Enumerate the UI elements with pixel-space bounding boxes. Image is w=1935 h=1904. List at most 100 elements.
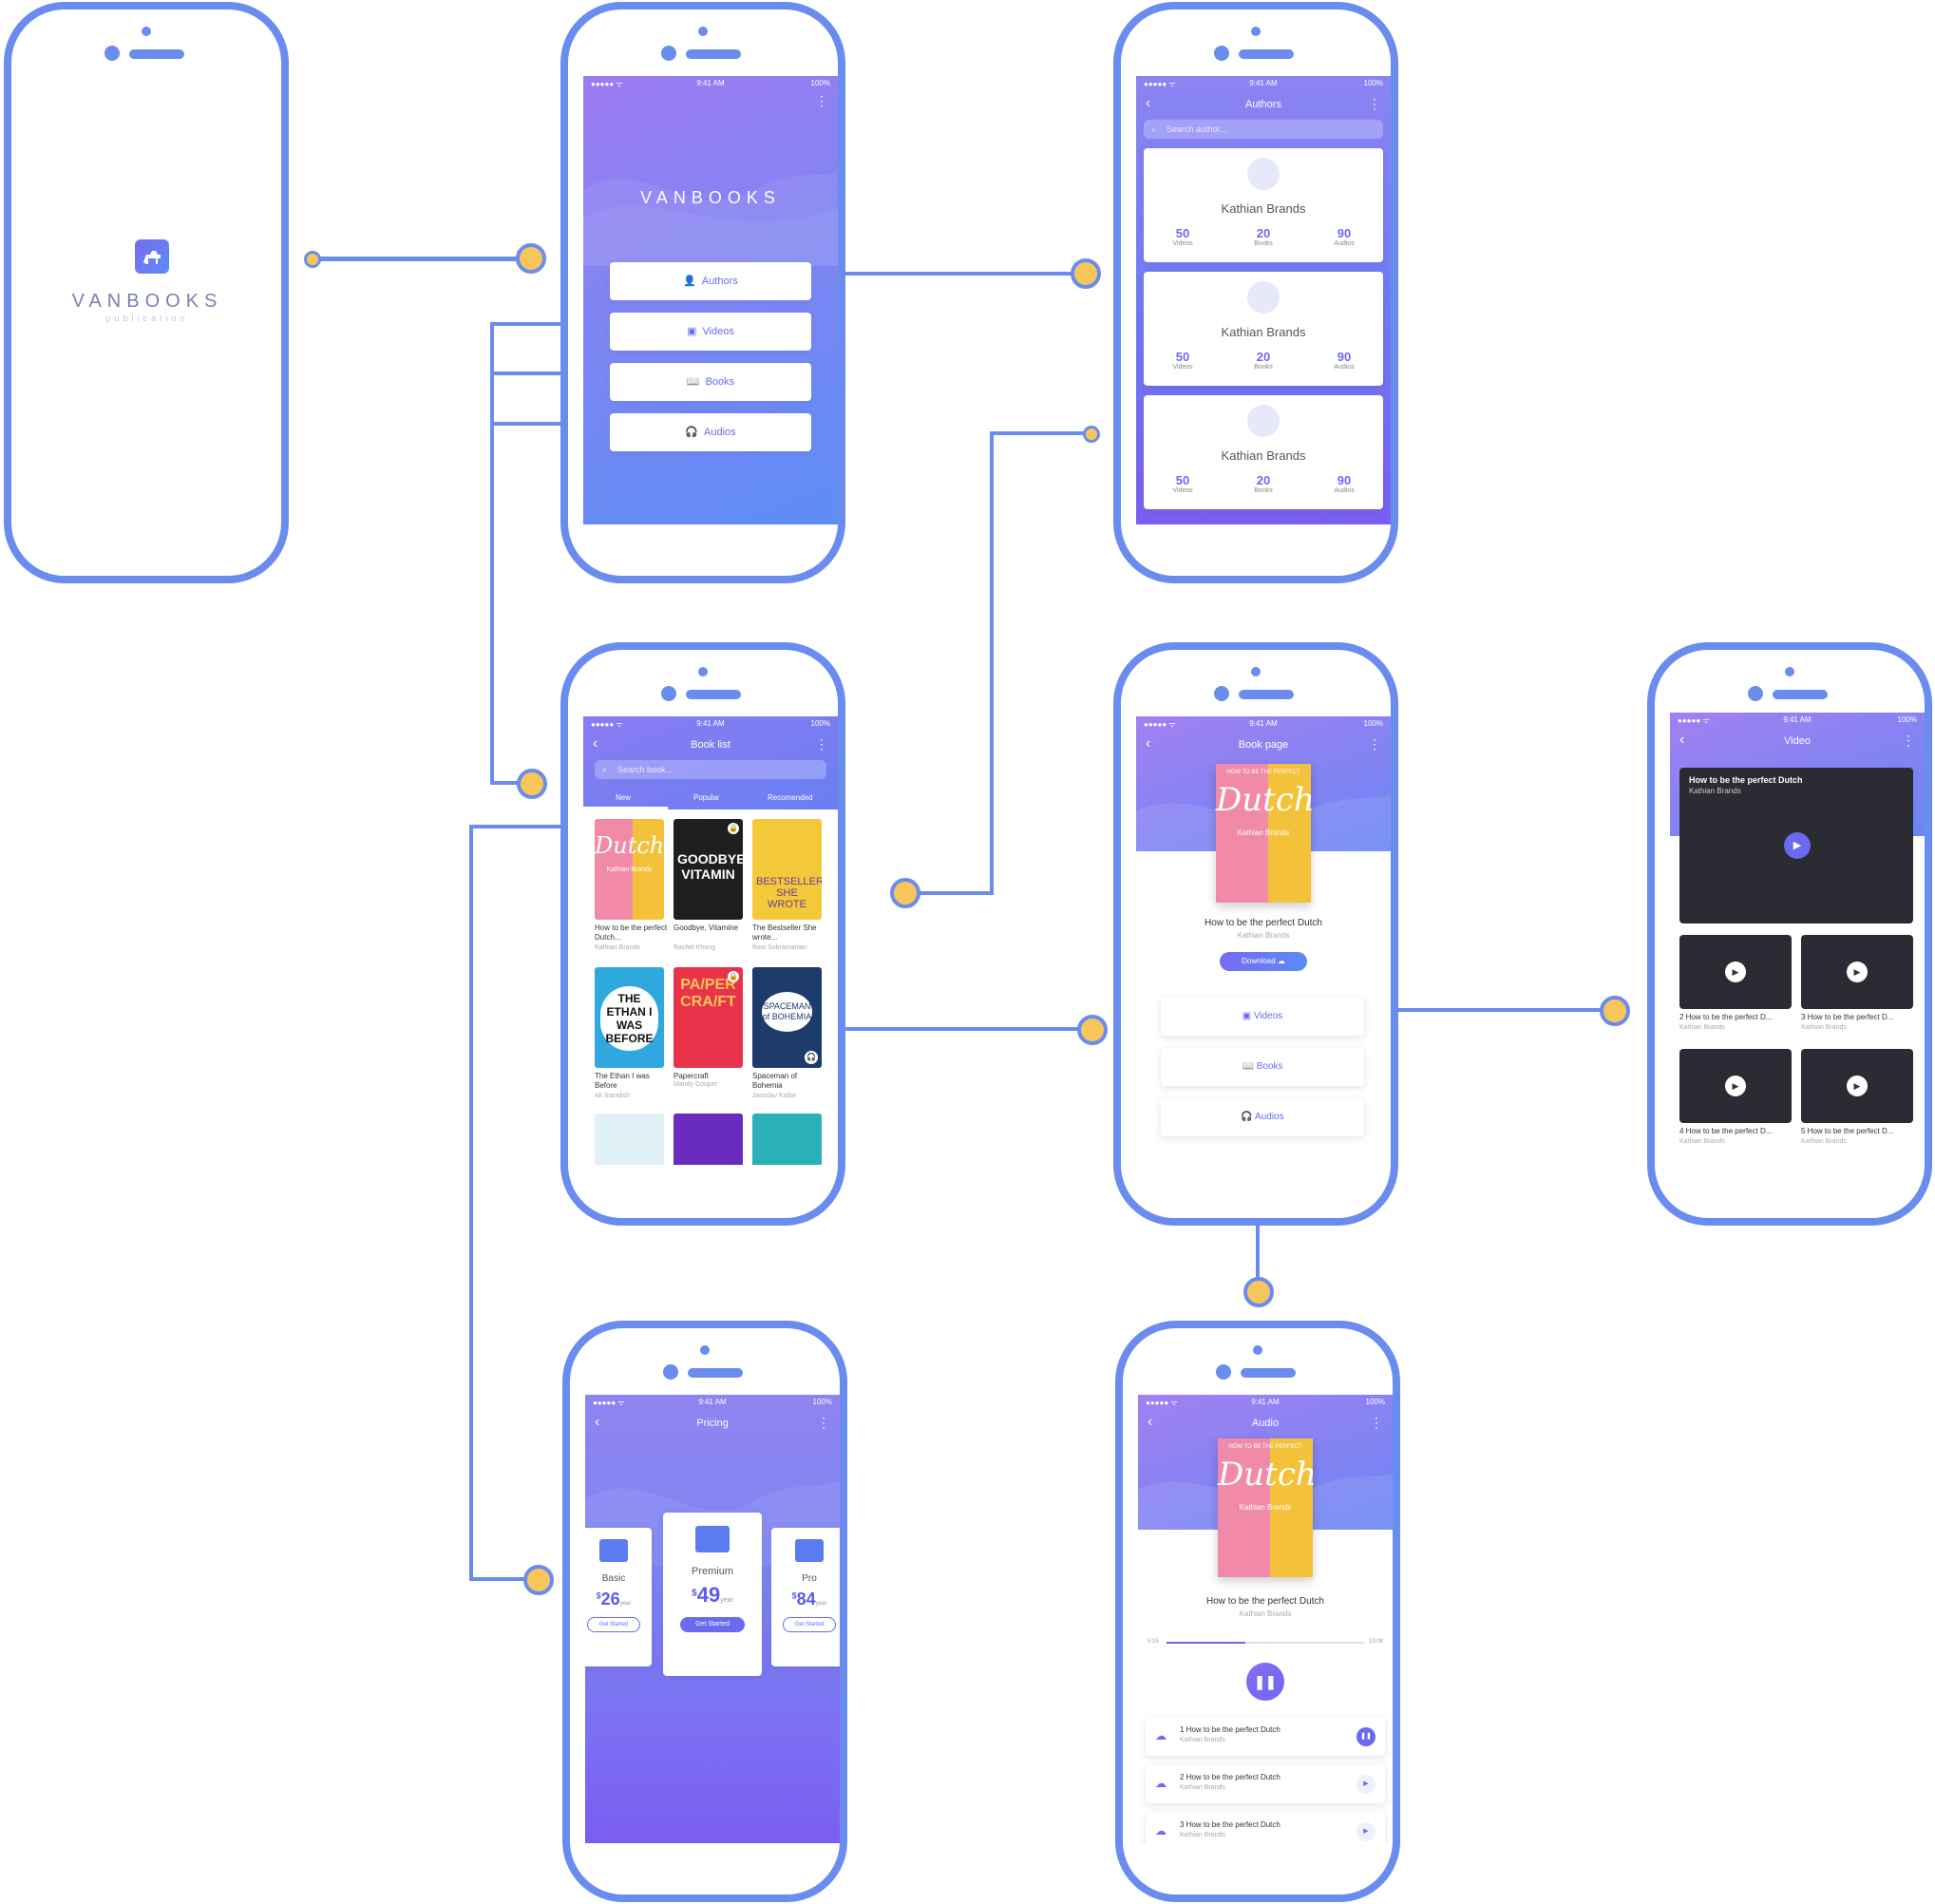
signal-indicator: ●●●●● ᯤ <box>1144 80 1176 88</box>
track-item[interactable]: ☁ 2 How to be the perfect Dutch Kathian … <box>1146 1765 1385 1803</box>
book-cover[interactable]: PA/PER CRA/FT 🔒 <box>673 967 743 1068</box>
more-menu-icon[interactable]: ⋮ <box>815 736 828 752</box>
videos-button[interactable]: ▣ Videos <box>1161 998 1364 1036</box>
audios-button[interactable]: 🎧 Audios <box>1161 1098 1364 1136</box>
more-menu-icon[interactable]: ⋮ <box>817 1415 830 1430</box>
book-cover[interactable]: SPACEMAN of BOHEMIA 🎧 <box>752 967 822 1068</box>
back-icon[interactable]: ‹ <box>1679 732 1685 748</box>
author-avatar <box>1247 281 1280 314</box>
battery-indicator: 100% <box>1897 715 1917 724</box>
videos-button[interactable]: ▣Videos <box>610 313 811 351</box>
book-cover[interactable] <box>752 1114 822 1165</box>
more-menu-icon[interactable]: ⋮ <box>815 93 828 108</box>
book-cover[interactable]: Dutch Kathian Brands <box>595 819 664 920</box>
book-title: The Bestseller She wrote... <box>752 923 817 942</box>
phone-speaker <box>686 690 741 699</box>
tab-new[interactable]: New <box>616 793 632 802</box>
track-author: Kathian Brands <box>1180 1832 1225 1838</box>
play-icon[interactable]: ▶ <box>1784 832 1811 859</box>
phone-camera <box>104 46 120 61</box>
headphones-icon[interactable]: 🎧 <box>805 1051 818 1064</box>
books-button[interactable]: 📖Books <box>610 363 811 401</box>
back-icon[interactable]: ‹ <box>1146 735 1151 752</box>
plan-card-basic[interactable]: Basic $26year Get Started <box>585 1528 652 1666</box>
featured-video[interactable]: How to be the perfect Dutch Kathian Bran… <box>1679 768 1913 923</box>
books-button[interactable]: 📖 Books <box>1161 1048 1364 1086</box>
plan-amount: 26 <box>600 1590 620 1609</box>
get-started-button[interactable]: Get Started <box>587 1617 640 1632</box>
play-icon[interactable]: ▶ <box>1725 1076 1746 1096</box>
book-cover[interactable]: THE ETHAN I WAS BEFORE <box>595 967 664 1068</box>
back-icon[interactable]: ‹ <box>1148 1414 1153 1430</box>
more-menu-icon[interactable]: ⋮ <box>1368 736 1381 752</box>
get-started-button[interactable]: Get Started <box>783 1617 836 1632</box>
tab-popular[interactable]: Popular <box>693 793 720 802</box>
book-title: How to be the perfect Dutch <box>1205 918 1322 928</box>
audio-book-author: Kathian Brands <box>1239 1609 1292 1618</box>
pause-icon[interactable]: ❚❚ <box>1356 1727 1375 1746</box>
video-item-title: 3 How to be the perfect D... <box>1801 1013 1894 1021</box>
video-thumbnail[interactable]: ▶ <box>1679 935 1792 1009</box>
cover-author: Kathian Brands <box>1237 828 1290 837</box>
phone-bookpage: ●●●●● ᯤ 9:41 AM 100% ‹ Book page ⋮ HOW T… <box>1113 642 1398 1226</box>
play-icon[interactable]: ▶ <box>1847 962 1868 982</box>
book-author: Kathian Brands <box>1237 931 1290 940</box>
pause-button[interactable]: ❚❚ <box>1246 1663 1284 1701</box>
get-started-button[interactable]: Get Started <box>680 1617 745 1632</box>
tab-recommended[interactable]: Recomended <box>768 793 813 802</box>
play-icon[interactable]: ▶ <box>1847 1076 1868 1096</box>
author-search-input[interactable]: ⌕ Search author... <box>1144 120 1383 139</box>
video-item-author: Kathian Brands <box>1801 1024 1847 1031</box>
video-thumbnail[interactable]: ▶ <box>1801 935 1913 1009</box>
cover-title: Dutch <box>1216 781 1315 819</box>
video-thumbnail[interactable]: ▶ <box>1801 1049 1913 1123</box>
track-item[interactable]: ☁ 1 How to be the perfect Dutch Kathian … <box>1146 1718 1385 1756</box>
stat-value: 20 <box>1256 226 1271 240</box>
track-title: 1 How to be the perfect Dutch <box>1180 1725 1281 1734</box>
stat-value: 90 <box>1337 226 1352 240</box>
book-search-input[interactable]: ⌕ Search book... <box>595 760 826 779</box>
book-cover[interactable]: BESTSELLER SHE WROTE <box>752 819 822 920</box>
plan-name: Pro <box>802 1573 817 1584</box>
phone-camera <box>1748 686 1763 701</box>
more-menu-icon[interactable]: ⋮ <box>1902 733 1915 748</box>
play-icon[interactable]: ▶ <box>1356 1775 1375 1794</box>
book-cover[interactable] <box>673 1114 743 1165</box>
more-menu-icon[interactable]: ⋮ <box>1370 1415 1383 1430</box>
back-icon[interactable]: ‹ <box>593 735 598 752</box>
cloud-download-icon[interactable]: ☁ <box>1155 1729 1167 1742</box>
more-menu-icon[interactable]: ⋮ <box>1368 96 1381 111</box>
cloud-download-icon[interactable]: ☁ <box>1155 1777 1167 1790</box>
connector <box>469 1577 532 1581</box>
audio-book-title: How to be the perfect Dutch <box>1206 1596 1324 1607</box>
cloud-download-icon[interactable]: ☁ <box>1155 1824 1167 1837</box>
track-item[interactable]: ☁ 3 How to be the perfect Dutch Kathian … <box>1146 1813 1385 1843</box>
audio-screen: ●●●●● ᯤ 9:41 AM 100% ‹ Audio ⋮ HOW TO BE… <box>1138 1395 1393 1843</box>
battery-indicator: 100% <box>1363 719 1383 728</box>
video-item-title: 5 How to be the perfect D... <box>1801 1127 1894 1135</box>
back-icon[interactable]: ‹ <box>1146 95 1151 111</box>
plan-card-pro[interactable]: Pro $84year Get Started <box>771 1528 840 1666</box>
status-time: 9:41 AM <box>1251 1398 1280 1406</box>
plan-name: Basic <box>601 1573 626 1584</box>
signal-indicator: ●●●●● ᯤ <box>591 720 623 729</box>
user-icon: 👤 <box>683 276 696 287</box>
download-button[interactable]: Download ☁ <box>1220 952 1307 971</box>
back-icon[interactable]: ‹ <box>595 1414 600 1430</box>
authors-button[interactable]: 👤Authors <box>610 262 811 300</box>
status-bar: ●●●●● ᯤ 9:41 AM 100% <box>1136 76 1391 89</box>
video-thumbnail[interactable]: ▶ <box>1679 1049 1792 1123</box>
track-title: 2 How to be the perfect Dutch <box>1180 1773 1281 1781</box>
status-bar: ●●●●● ᯤ 9:41 AM 100% <box>1136 716 1391 730</box>
play-icon[interactable]: ▶ <box>1725 962 1746 982</box>
plan-card-premium[interactable]: Premium $49year Get Started <box>663 1513 762 1676</box>
play-icon[interactable]: ▶ <box>1356 1822 1375 1841</box>
book-cover[interactable] <box>595 1114 664 1165</box>
audios-button[interactable]: 🎧Audios <box>610 413 811 451</box>
progress-track[interactable] <box>1167 1642 1364 1644</box>
book-cover[interactable]: GOODBYE VITAMIN 🔒 <box>673 819 743 920</box>
